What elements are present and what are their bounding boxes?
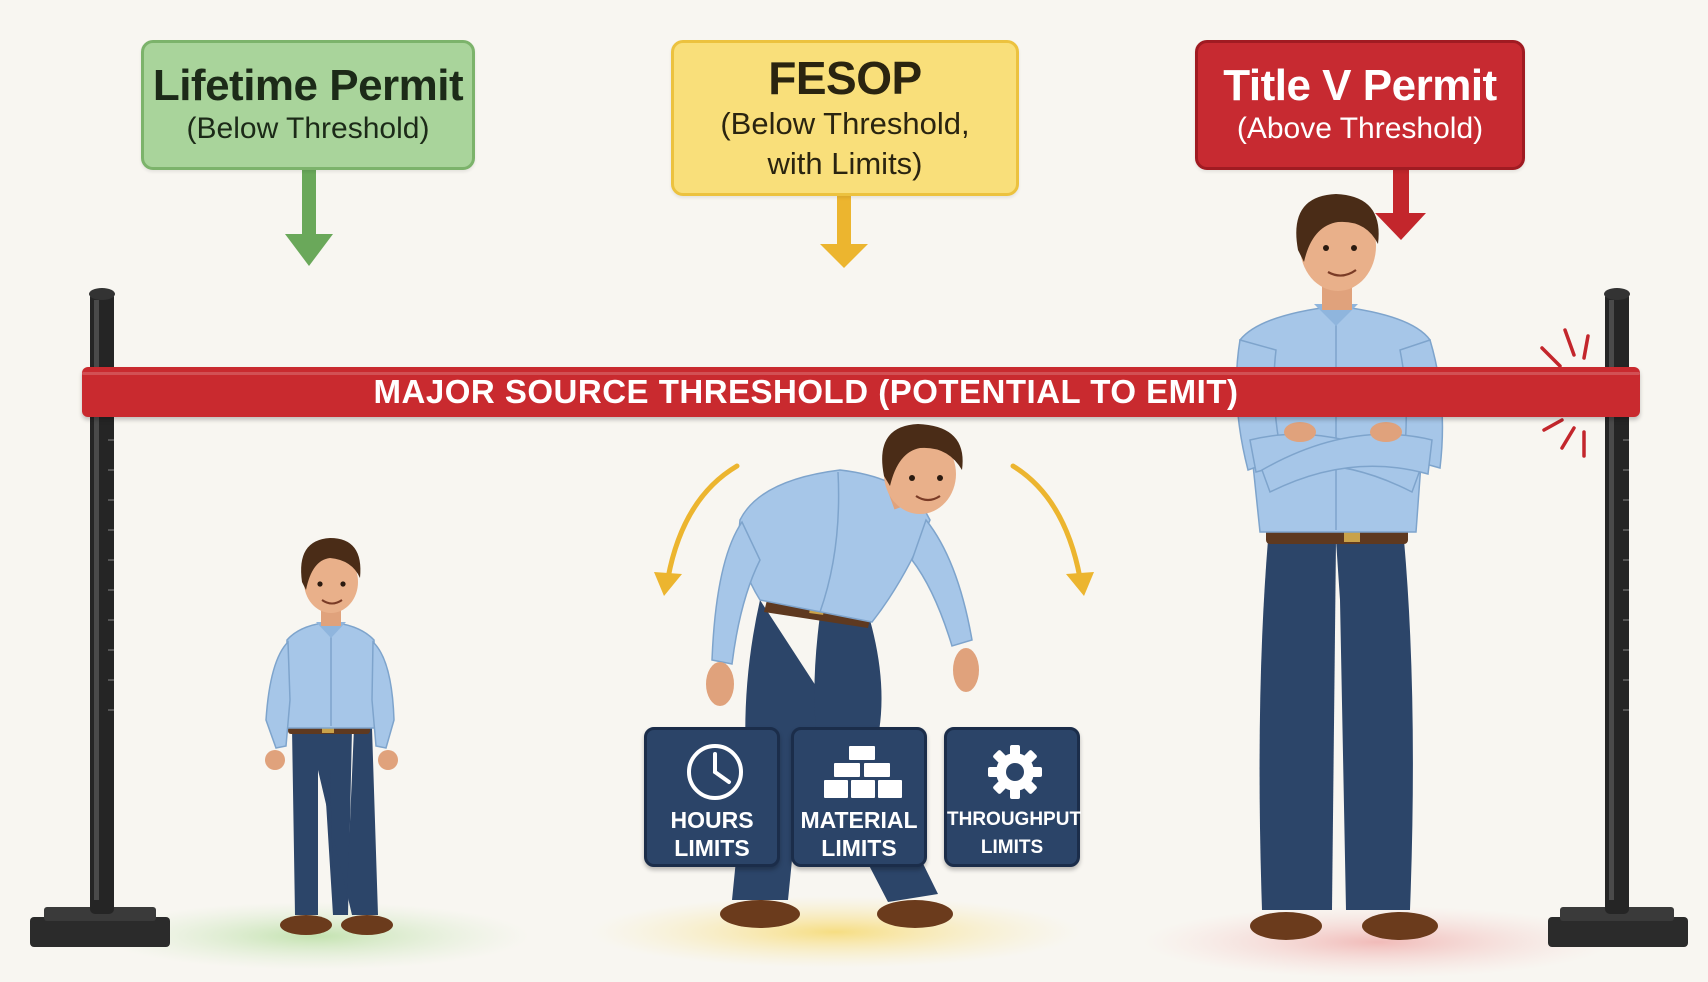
throughput-limits-line1: THROUGHPUT bbox=[947, 809, 1082, 830]
curved-arrow-left-icon bbox=[654, 463, 740, 596]
hours-limits-tile: HOURS LIMITS bbox=[644, 727, 780, 867]
fesop-subtitle-line2: with Limits) bbox=[767, 146, 923, 181]
left-stanchion-post bbox=[30, 288, 170, 947]
throughput-limits-line2: LIMITS bbox=[980, 837, 1044, 858]
title-v-permit-title: Title V Permit bbox=[1223, 61, 1497, 110]
material-limits-line1: MATERIAL bbox=[800, 807, 918, 833]
tall-person-figure bbox=[1235, 194, 1444, 940]
material-limits-tile: MATERIAL LIMITS bbox=[791, 727, 927, 867]
clock-icon bbox=[647, 740, 777, 804]
green-ground-shadow bbox=[100, 902, 530, 970]
fesop-title: FESOP bbox=[768, 52, 922, 104]
title-v-permit-label: Title V Permit (Above Threshold) bbox=[1195, 40, 1525, 170]
hours-limits-line2: LIMITS bbox=[674, 835, 750, 861]
arrow-down-icon bbox=[820, 196, 868, 268]
material-limits-line2: LIMITS bbox=[821, 835, 897, 861]
fesop-label: FESOP (Below Threshold, with Limits) bbox=[671, 40, 1019, 196]
curved-arrow-right-icon bbox=[1010, 463, 1094, 596]
lifetime-permit-label: Lifetime Permit (Below Threshold) bbox=[141, 40, 475, 170]
threshold-label: MAJOR SOURCE THRESHOLD (POTENTIAL TO EMI… bbox=[373, 373, 1239, 410]
hours-limits-line1: HOURS bbox=[670, 807, 754, 833]
major-source-threshold-band: MAJOR SOURCE THRESHOLD (POTENTIAL TO EMI… bbox=[82, 367, 1640, 417]
arrow-down-icon bbox=[285, 170, 333, 266]
arrow-down-icon bbox=[1375, 170, 1426, 240]
fesop-subtitle-line1: (Below Threshold, bbox=[720, 106, 970, 141]
yellow-ground-shadow bbox=[590, 896, 1080, 968]
title-v-permit-subtitle: (Above Threshold) bbox=[1236, 112, 1484, 145]
gear-icon bbox=[947, 740, 1077, 804]
impact-lines-icon bbox=[1540, 328, 1590, 458]
right-stanchion-post bbox=[1548, 288, 1688, 947]
lifetime-permit-subtitle: (Below Threshold) bbox=[186, 112, 430, 145]
stacked-boxes-icon bbox=[794, 740, 924, 804]
small-person-figure bbox=[265, 538, 398, 935]
lifetime-permit-title: Lifetime Permit bbox=[152, 61, 464, 110]
throughput-limits-tile: THROUGHPUT LIMITS bbox=[944, 727, 1082, 867]
